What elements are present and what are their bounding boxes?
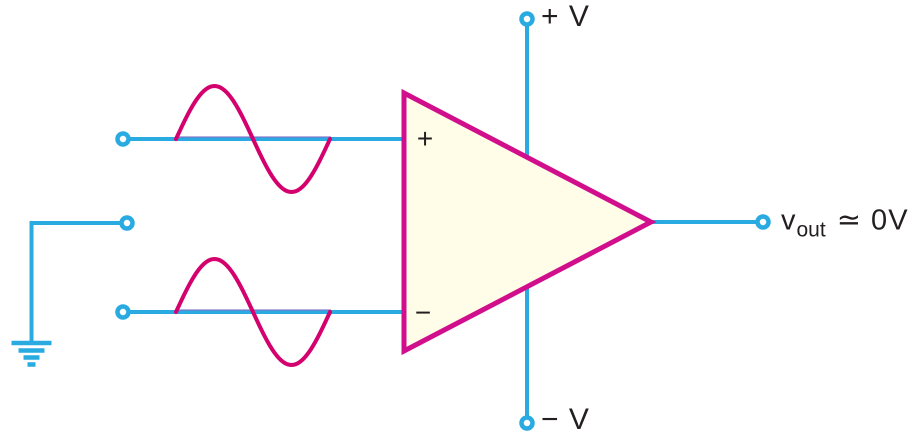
noninverting-input-terminal xyxy=(115,131,131,147)
negative-supply-label: − V xyxy=(541,403,590,436)
opamp-symbol xyxy=(401,88,657,356)
output-terminal xyxy=(755,214,771,230)
output-voltage-value: ≃ 0V xyxy=(836,204,909,237)
inverting-pin-label: − xyxy=(414,297,432,328)
noninverting-pin-label: + xyxy=(416,123,434,154)
positive-supply-label: + V xyxy=(541,0,590,33)
positive-supply-terminal xyxy=(519,11,535,27)
ground-branch xyxy=(29,221,120,342)
sine-wave-bottom xyxy=(174,256,332,368)
sine-wave-top xyxy=(174,83,332,195)
ground-icon xyxy=(11,340,52,367)
ground-reference-terminal xyxy=(119,215,135,231)
negative-supply-terminal xyxy=(519,415,535,431)
inverting-input-terminal xyxy=(115,304,131,320)
output-voltage-base: v xyxy=(781,204,796,237)
